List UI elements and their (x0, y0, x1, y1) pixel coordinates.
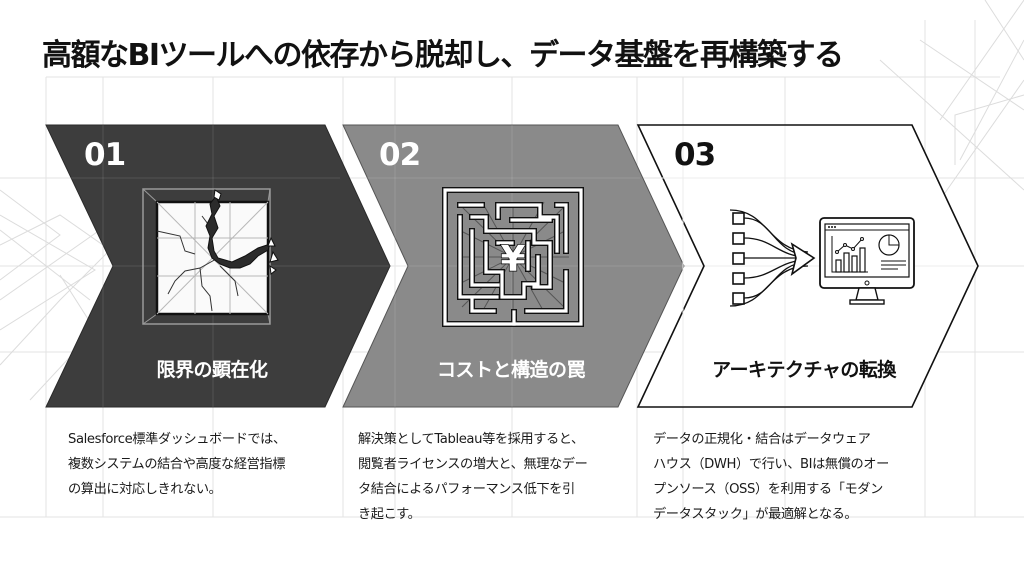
description-line: タ結合によるパフォーマンス低下を引 (358, 482, 575, 497)
step-1-label: 限界の顕在化 (156, 359, 268, 381)
data-flow-to-dashboard-icon (729, 209, 915, 307)
step-1-description: Salesforce標準ダッシュボードでは、 複数システムの結合や高度な経営指標… (68, 427, 286, 502)
description-line: データスタック」が最適解となる。 (653, 507, 858, 522)
yen-maze-icon: ¥ (442, 187, 584, 327)
description-line: 閲覧者ライセンスの増大と、無理なデー (358, 457, 588, 472)
description-line: 複数システムの結合や高度な経営指標 (68, 457, 285, 472)
description-line: データの正規化・結合はデータウェア (653, 432, 871, 447)
description-line: ハウス（DWH）で行い、BIは無償のオー (653, 457, 889, 472)
step-2-description: 解決策としてTableau等を採用すると、 閲覧者ライセンスの増大と、無理なデー… (358, 427, 588, 527)
description-line: Salesforce標準ダッシュボードでは、 (68, 432, 286, 447)
description-line: の算出に対応しきれない。 (68, 482, 222, 497)
step-3-label: アーキテクチャの転換 (712, 359, 896, 381)
description-line: 解決策としてTableau等を採用すると、 (358, 432, 584, 447)
svg-text:¥: ¥ (500, 239, 525, 280)
step-2-label: コストと構造の罠 (436, 359, 586, 381)
cracked-window-icon (142, 188, 279, 325)
page-title: 高額なBIツールへの依存から脱却し、データ基盤を再構築する (42, 38, 844, 73)
step-3-description: データの正規化・結合はデータウェア ハウス（DWH）で行い、BIは無償のオー プ… (653, 427, 889, 527)
description-line: プンソース（OSS）を利用する「モダン (653, 482, 883, 497)
description-line: き起こす。 (358, 507, 421, 522)
step-2-number: 02 (379, 137, 421, 173)
step-3-number: 03 (674, 137, 716, 173)
step-1-number: 01 (84, 137, 126, 173)
